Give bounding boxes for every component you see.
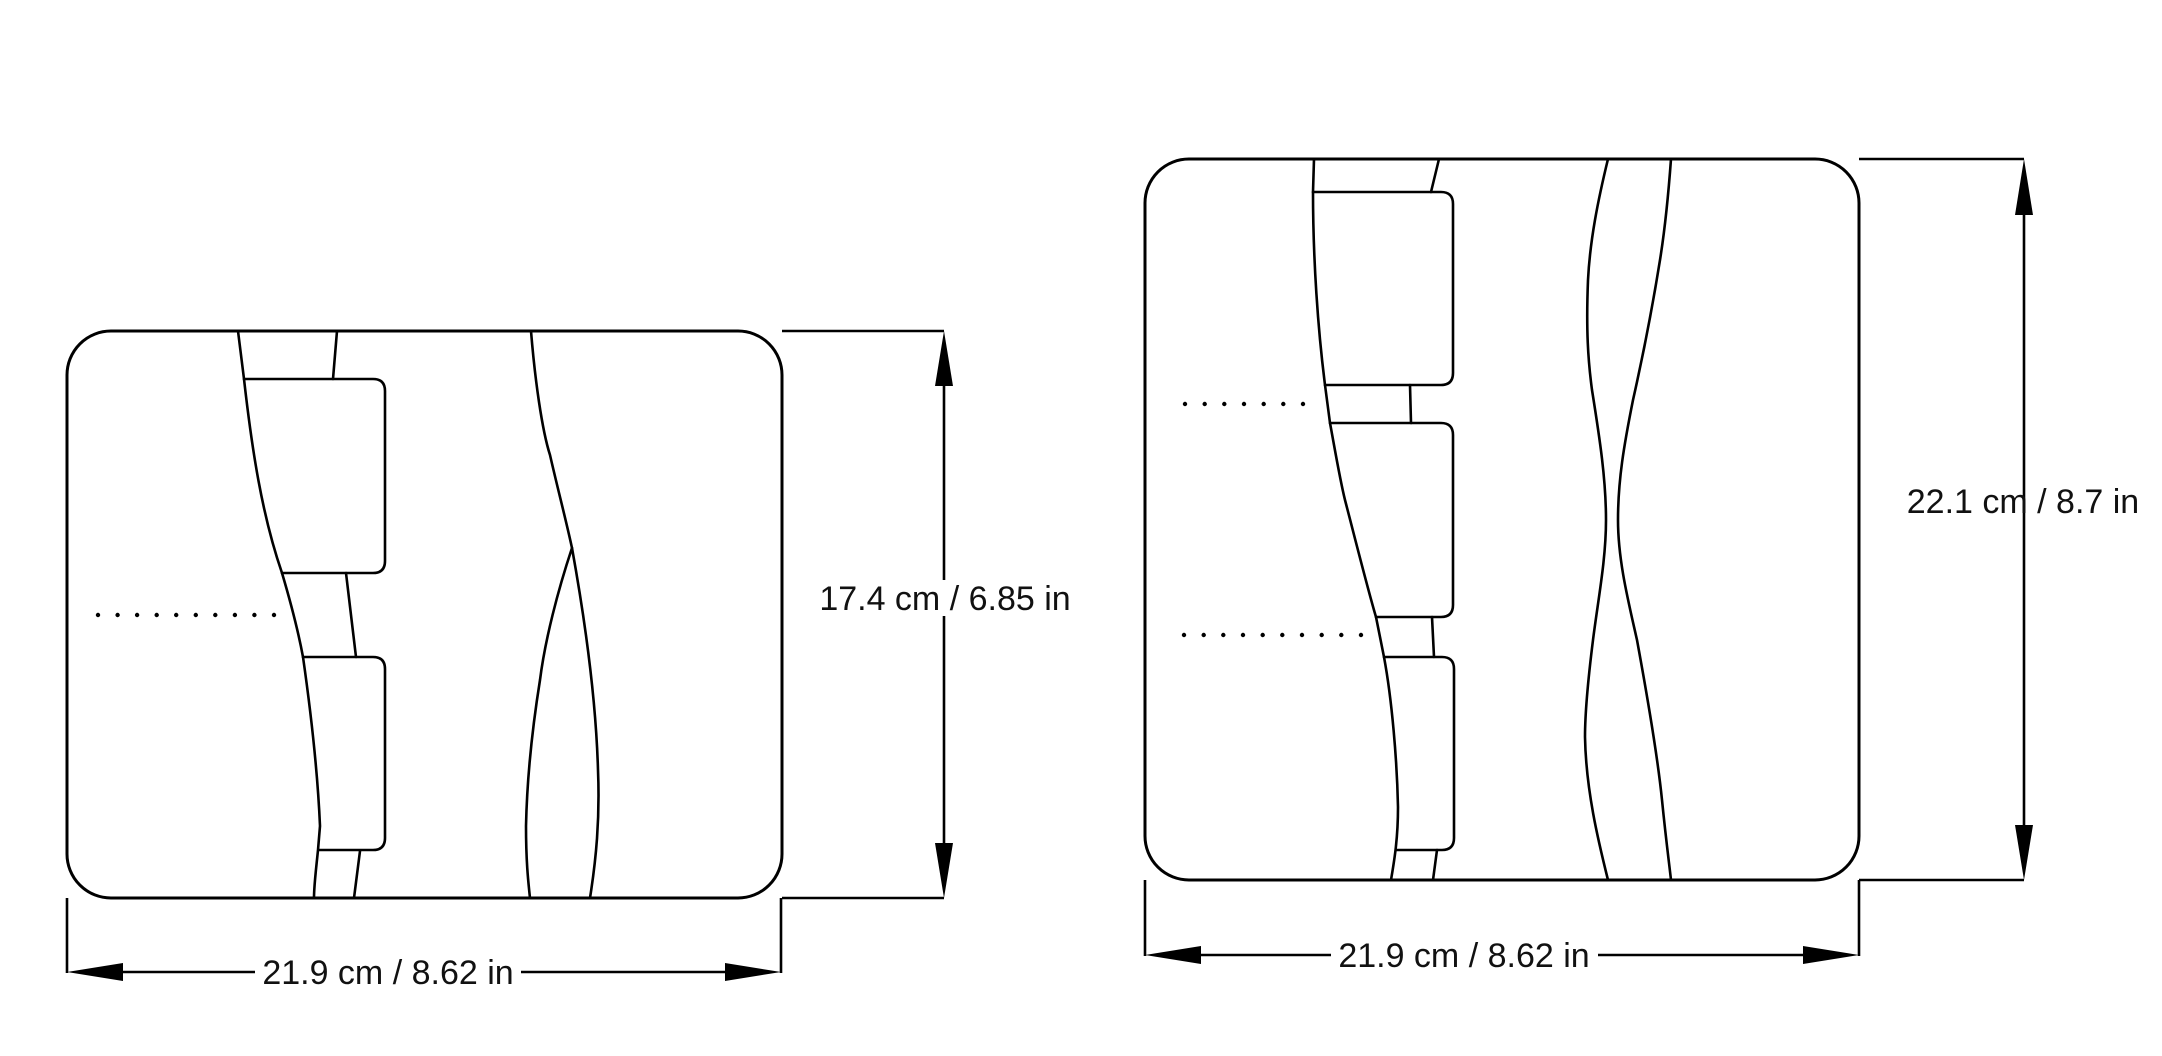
- left-dotted-row: [95, 612, 277, 618]
- figure-right: 22.1 cm / 8.7 in 21.9 cm / 8.62 in: [1143, 157, 2139, 975]
- arrow-left-icon: [1145, 946, 1201, 964]
- arrow-right-icon: [725, 963, 781, 981]
- right-width-label: 21.9 cm / 8.62 in: [1338, 937, 1589, 975]
- right-connector-2: [1430, 615, 1436, 659]
- right-dotted-row-2: [1181, 632, 1364, 638]
- left-connector-top: [331, 329, 339, 381]
- left-width-label: 21.9 cm / 8.62 in: [262, 954, 513, 992]
- right-dotted-row-1: [1182, 401, 1306, 407]
- left-curve-c: [529, 329, 600, 900]
- left-connector-bottom: [352, 849, 362, 900]
- left-outline: [65, 329, 784, 900]
- left-connector-mid: [344, 571, 358, 659]
- right-connector-top: [1429, 157, 1441, 194]
- right-main-curve: [1311, 157, 1400, 882]
- right-curve-right: [1616, 157, 1673, 882]
- right-width-dimension: 21.9 cm / 8.62 in: [1143, 880, 1861, 975]
- right-height-label: 22.1 cm / 8.7 in: [1907, 483, 2139, 521]
- right-connector-1: [1408, 383, 1413, 425]
- left-width-dimension: 21.9 cm / 8.62 in: [65, 898, 783, 992]
- right-connector-bottom: [1431, 848, 1439, 882]
- arrow-right-icon: [1803, 946, 1859, 964]
- right-curve-left: [1583, 157, 1610, 882]
- left-curve-d: [524, 546, 574, 900]
- left-pocket-2: [301, 655, 387, 852]
- arrow-left-icon: [67, 963, 123, 981]
- right-pocket-3: [1382, 655, 1456, 852]
- right-pocket-1: [1311, 190, 1455, 387]
- left-pocket-1: [242, 377, 387, 575]
- left-main-curve: [236, 329, 322, 900]
- arrow-up-icon: [2015, 159, 2033, 215]
- right-pocket-2: [1328, 421, 1455, 619]
- right-height-dimension: 22.1 cm / 8.7 in: [1859, 157, 2139, 882]
- left-height-dimension: 17.4 cm / 6.85 in: [782, 329, 1071, 900]
- right-outline: [1143, 157, 1861, 882]
- figure-left: 17.4 cm / 6.85 in 21.9 cm / 8.62 in: [65, 329, 1071, 992]
- arrow-up-icon: [935, 331, 953, 386]
- arrow-down-icon: [2015, 825, 2033, 880]
- arrow-down-icon: [935, 843, 953, 898]
- left-height-label: 17.4 cm / 6.85 in: [819, 580, 1070, 618]
